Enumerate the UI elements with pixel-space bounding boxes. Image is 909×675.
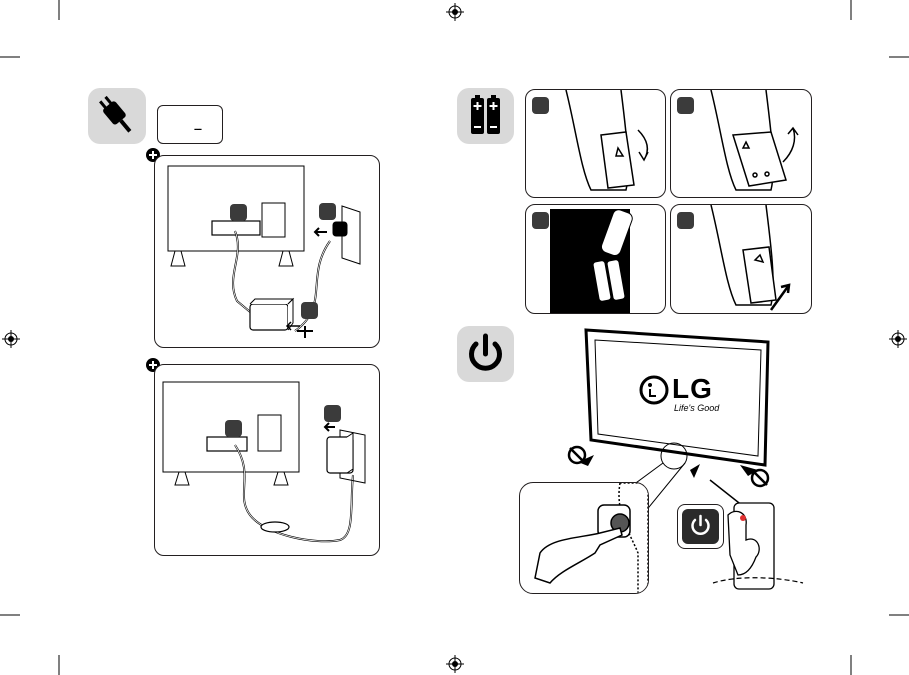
hand-pressing-joystick-diagram	[520, 483, 648, 593]
remote-hand-diagram	[708, 495, 808, 595]
joystick-press-callout	[519, 482, 649, 594]
